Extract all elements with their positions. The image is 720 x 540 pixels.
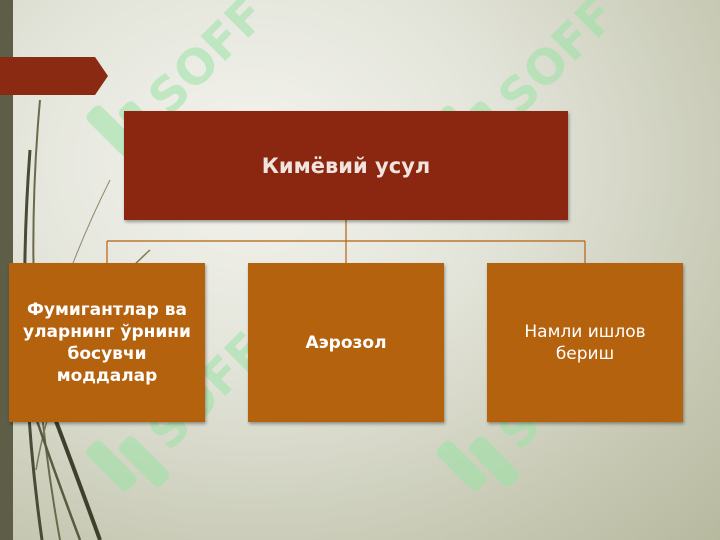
child-node-label: Фумигантлар ва уларнинг ўрнини босувчи м… (23, 299, 191, 386)
child-node-aerosol: Аэрозол (248, 263, 444, 422)
child-node-label: Намли ишлов бериш (524, 321, 646, 364)
child-node-fumigants: Фумигантлар ва уларнинг ўрнини босувчи м… (9, 263, 205, 422)
root-node: Кимёвий усул (124, 111, 568, 220)
child-node-label: Аэрозол (305, 332, 387, 353)
child-node-wet-treatment: Намли ишлов бериш (487, 263, 683, 422)
root-node-label: Кимёвий усул (261, 153, 431, 178)
title-accent-arrow (0, 57, 108, 95)
